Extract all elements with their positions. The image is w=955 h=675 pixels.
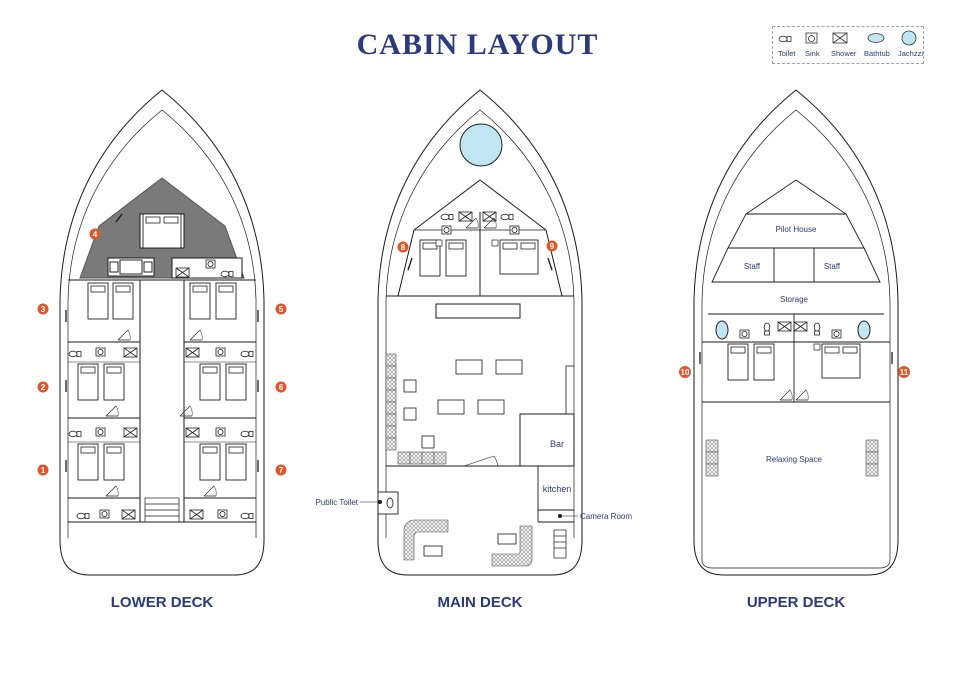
upper-deck-plan bbox=[693, 89, 899, 576]
room-label-pilot-house: Pilot House bbox=[776, 225, 817, 234]
legend-label-sink: Sink bbox=[805, 49, 820, 58]
cabin-badge-2: 2 bbox=[37, 381, 49, 393]
cabin-badge-7: 7 bbox=[275, 464, 287, 476]
room-label-staff-right: Staff bbox=[824, 262, 841, 271]
cabin-number-badges: 1 2 3 4 5 6 7 8 9 10 11 bbox=[37, 228, 910, 476]
svg-text:9: 9 bbox=[550, 242, 555, 251]
legend-icons bbox=[778, 30, 917, 46]
room-label-camera-room: Camera Room bbox=[580, 512, 632, 521]
cabin-badge-10: 10 bbox=[679, 366, 691, 378]
cabin-badge-6: 6 bbox=[275, 381, 287, 393]
cabin-badge-9: 9 bbox=[546, 240, 558, 252]
cabin-badge-3: 3 bbox=[37, 303, 49, 315]
sink-icon bbox=[805, 32, 818, 44]
room-label-public-toilet: Public Toilet bbox=[315, 498, 358, 507]
room-label-staff-left: Staff bbox=[744, 262, 761, 271]
lower-deck-plan bbox=[59, 89, 265, 576]
lower-deck-hull bbox=[59, 89, 265, 576]
svg-text:7: 7 bbox=[279, 466, 284, 475]
svg-text:1: 1 bbox=[41, 466, 46, 475]
page-title: CABIN LAYOUT bbox=[356, 28, 599, 61]
upper-deck-label: UPPER DECK bbox=[746, 594, 846, 611]
cabin-badge-5: 5 bbox=[275, 303, 287, 315]
legend-label-jacuzzi: Jachzzi bbox=[898, 49, 924, 58]
svg-text:10: 10 bbox=[681, 368, 690, 377]
upper-deck-hull bbox=[693, 89, 899, 576]
main-deck-plan bbox=[360, 89, 583, 576]
cabin-badge-4: 4 bbox=[89, 228, 101, 240]
svg-text:5: 5 bbox=[279, 305, 284, 314]
svg-text:2: 2 bbox=[41, 383, 46, 392]
toilet-icon bbox=[778, 35, 792, 43]
cabin-badge-8: 8 bbox=[397, 241, 409, 253]
legend-label-toilet: Toilet bbox=[778, 49, 796, 58]
room-label-relaxing-space: Relaxing Space bbox=[766, 455, 823, 464]
svg-text:3: 3 bbox=[41, 305, 46, 314]
svg-text:4: 4 bbox=[93, 230, 98, 239]
legend-label-shower: Shower bbox=[831, 49, 857, 58]
svg-text:6: 6 bbox=[279, 383, 284, 392]
main-deck-label: MAIN DECK bbox=[437, 594, 523, 611]
legend: Toilet Sink Shower Bathtub Jachzzi bbox=[772, 26, 924, 64]
room-label-storage: Storage bbox=[780, 295, 809, 304]
legend-label-bathtub: Bathtub bbox=[864, 49, 890, 58]
jacuzzi bbox=[459, 123, 503, 167]
bathtub-icon bbox=[867, 33, 885, 43]
svg-text:11: 11 bbox=[900, 368, 909, 377]
room-label-bar: Bar bbox=[550, 439, 564, 449]
cabin-badge-1: 1 bbox=[37, 464, 49, 476]
svg-text:8: 8 bbox=[401, 243, 406, 252]
jacuzzi-icon bbox=[901, 30, 917, 46]
lower-deck-label: LOWER DECK bbox=[110, 594, 214, 611]
shower-icon bbox=[832, 32, 848, 44]
room-label-kitchen: kitchen bbox=[543, 484, 572, 494]
cabin-badge-11: 11 bbox=[898, 366, 910, 378]
